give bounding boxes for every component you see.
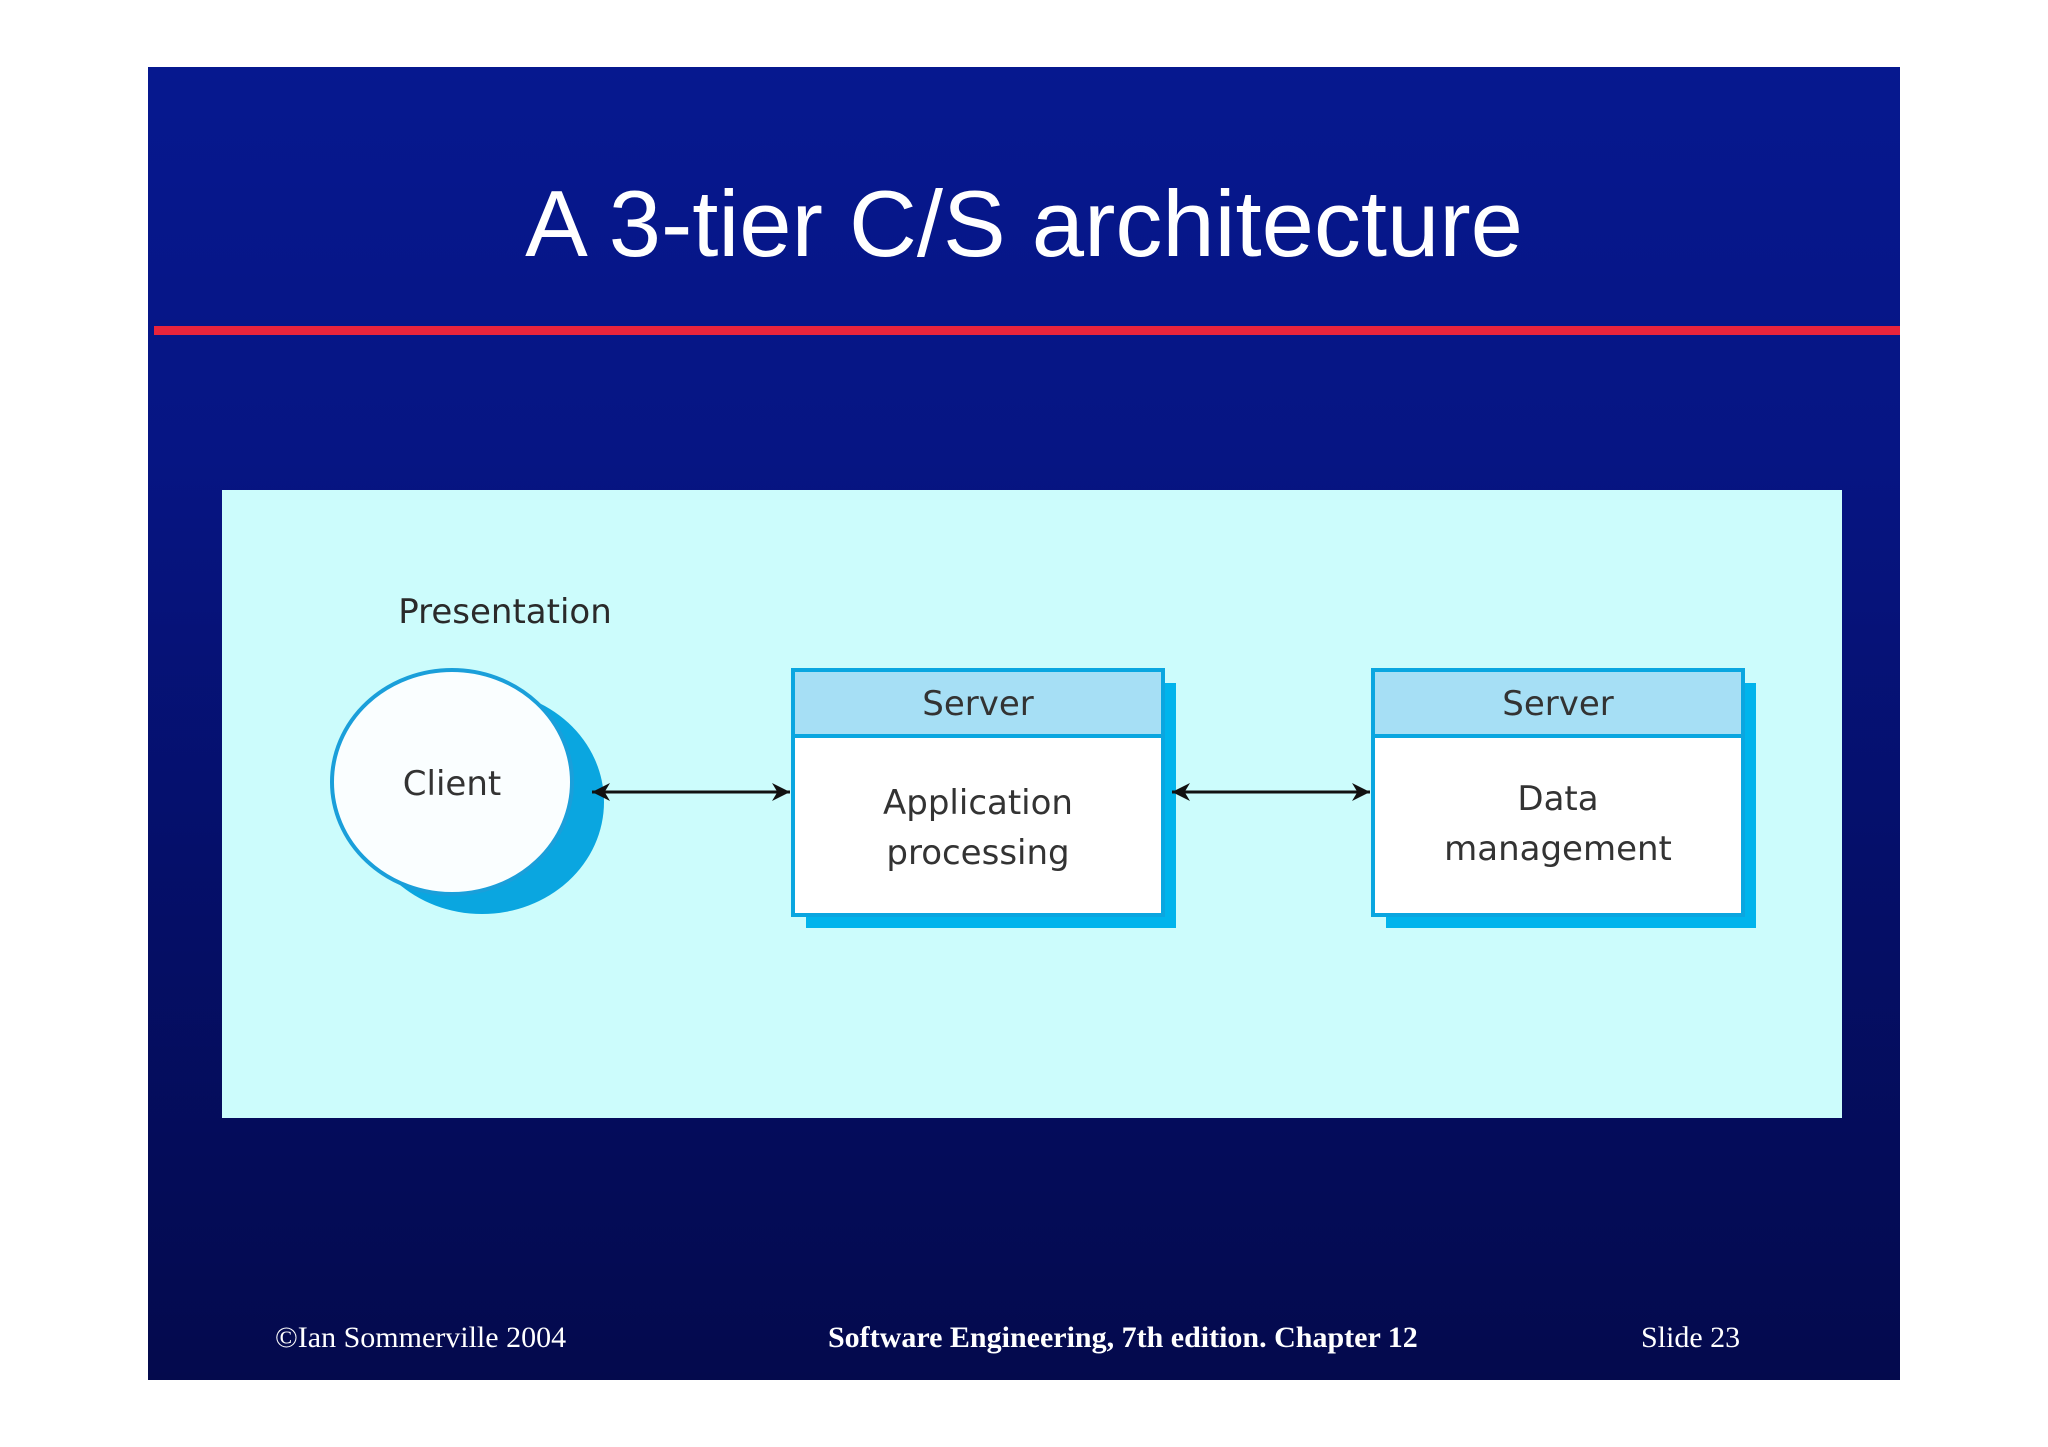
footer-book-title: Software Engineering, 7th edition. Chapt… (828, 1321, 1418, 1354)
data-server-header: Server (1502, 684, 1614, 724)
application-server-header: Server (922, 684, 1034, 724)
data-server-body-line-2: management (1444, 829, 1672, 869)
architecture-diagram: Presentation Client Server Application p… (330, 592, 1756, 928)
client-node-circle (330, 668, 574, 896)
footer-slide-number: Slide 23 (1641, 1321, 1741, 1354)
presentation-label: Presentation (398, 592, 612, 632)
application-server-node: Server Application processing (791, 668, 1176, 928)
footer-copyright: ©Ian Sommerville 2004 (275, 1321, 567, 1354)
client-node: Client (330, 668, 604, 914)
application-server-body-line-2: processing (886, 833, 1069, 873)
slide-title: A 3-tier C/S architecture (525, 171, 1523, 276)
slide: A 3-tier C/S architecture Presentation C… (148, 67, 1900, 1380)
data-server-header-bg (1375, 672, 1741, 736)
application-server-header-bg (795, 672, 1161, 736)
data-server-body-line-1: Data (1517, 779, 1598, 819)
application-server-body-line-1: Application (883, 783, 1073, 823)
data-server-node: Server Data management (1371, 668, 1756, 928)
title-rule (154, 326, 1900, 335)
diagram-panel: Presentation Client Server Application p… (222, 490, 1842, 1118)
client-label: Client (403, 764, 501, 804)
